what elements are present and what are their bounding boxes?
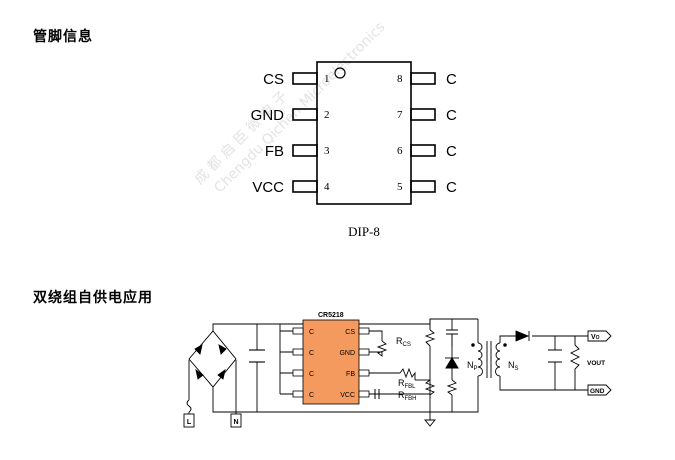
ic-pin-c2: C (309, 350, 314, 357)
ic-pin-gnd: GND (339, 350, 355, 357)
pin-label-4: VCC (252, 179, 284, 196)
gnd-terminal (587, 384, 612, 396)
pin-number-5: 5 (397, 181, 403, 193)
r-cs-resistor (376, 340, 388, 357)
pin-stub-1 (292, 72, 318, 85)
left-pin-labels: CS GND FB VCC 1 2 3 4 (251, 71, 330, 196)
pin-stub-2 (292, 108, 318, 121)
n-label: N (233, 419, 238, 426)
pin-label-7: C (446, 107, 457, 124)
output-filter (548, 344, 581, 373)
np-label: NP (467, 360, 478, 372)
vo-label: VO (591, 334, 600, 341)
ic-body (302, 319, 360, 405)
snubber-network (445, 329, 459, 396)
gnd-label: GND (590, 388, 605, 395)
watermark-english: Chengdu Qichen Microelectronics (211, 19, 388, 196)
application-heading: 双绕组自供电应用 (33, 290, 153, 306)
pin-number-7: 7 (397, 109, 403, 121)
rcs-label: RCS (396, 336, 411, 348)
pin-stub-8 (410, 72, 436, 85)
ic-pin-stubs (292, 327, 370, 398)
ic-pin-vcc: VCC (340, 392, 355, 399)
input-terminals (183, 399, 242, 428)
fb-divider-resistor (446, 379, 458, 396)
snubber-resistor (424, 329, 436, 347)
pin-label-2: GND (251, 107, 285, 124)
fuse-symbol (186, 399, 192, 413)
ic-name: CR5218 (318, 312, 344, 319)
pin-number-4: 4 (324, 181, 330, 193)
pin-stub-4 (292, 180, 318, 193)
pin-label-6: C (446, 143, 457, 160)
l-label: L (187, 419, 192, 426)
ic-pin-c1: C (309, 329, 314, 336)
schematic-labels: RCS RFBL RFBH NP NS VO VOUT GND L N (187, 334, 605, 426)
pin-number-1: 1 (324, 73, 330, 85)
ground-symbol (424, 419, 436, 427)
resistors (376, 329, 436, 396)
pin-number-8: 8 (397, 73, 403, 85)
vcc-capacitor (374, 389, 380, 399)
ic-pin-labels: C C C C CS GND FB VCC (309, 329, 355, 399)
pin-stub-3 (292, 144, 318, 157)
rfbl-label: RFBL (398, 378, 416, 390)
snubber-diode (445, 357, 459, 369)
pin1-marker (334, 67, 346, 79)
pin-stub-7 (410, 108, 436, 121)
transformer (471, 341, 507, 378)
ic-pin-fb: FB (346, 371, 355, 378)
schematic-wires (188, 318, 588, 420)
rfbh-label: RFBH (398, 390, 417, 402)
pin-label-8: C (446, 71, 457, 88)
bridge-rectifier (188, 330, 237, 388)
pin-stub-5 (410, 180, 436, 193)
r-fb-resistor (399, 367, 416, 380)
bulk-capacitor (249, 349, 265, 363)
pin-stub-6 (410, 144, 436, 157)
right-pin-labels: C C C C 8 7 6 5 (397, 71, 457, 196)
watermark: 成 都 启 臣 微 电 子 Chengdu Qichen Microelectr… (192, 19, 389, 196)
pinout-heading: 管脚信息 (33, 29, 93, 45)
dip8-package (292, 61, 436, 205)
ic-pin-c4: C (309, 392, 314, 399)
ic-pin-cs: CS (345, 329, 355, 336)
output-diode (515, 330, 530, 342)
pin-number-2: 2 (324, 109, 330, 121)
schematic: CR5218 C C C C CS GND FB VCC (183, 312, 612, 428)
pin-number-6: 6 (397, 145, 403, 157)
pin-label-1: CS (263, 71, 284, 88)
r-fbh-resistor (424, 379, 436, 396)
output-terminals (587, 330, 612, 396)
ic-pin-c3: C (309, 371, 314, 378)
ns-label: NS (508, 360, 519, 372)
pin-number-3: 3 (324, 145, 330, 157)
pin-label-3: FB (265, 143, 284, 160)
vo-terminal (587, 330, 612, 342)
package-label: DIP-8 (348, 224, 380, 239)
package-body (316, 61, 412, 205)
vout-label: VOUT (587, 360, 605, 367)
pin-label-5: C (446, 179, 457, 196)
